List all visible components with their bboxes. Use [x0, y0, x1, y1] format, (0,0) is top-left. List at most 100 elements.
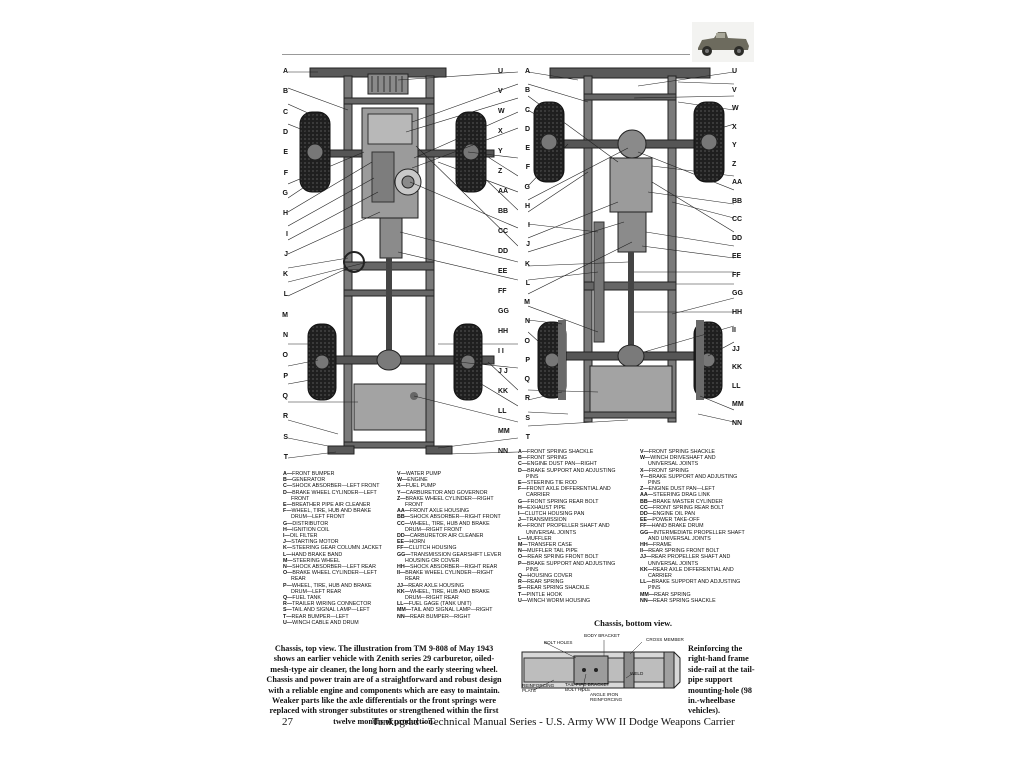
legend-key: II— — [640, 548, 649, 555]
legend-text: REAR SPRING FRONT BOLT — [648, 548, 720, 555]
legend-key: E— — [283, 502, 292, 509]
legend-text: ENGINE — [407, 477, 428, 484]
callout-label: T — [283, 454, 288, 461]
label-body-bracket: BODY BRACKET — [584, 633, 620, 638]
legend-item: I—CLUTCH HOUSING PAN — [518, 511, 616, 517]
legend-text: WHEEL, TIRE, HUB AND BRAKE — [409, 588, 490, 595]
legend-text: REAR SPRING SHACKLE — [652, 597, 716, 604]
callout-label: JJ — [732, 345, 740, 353]
legend-item: BB—BRAKE MASTER CYLINDER — [640, 499, 745, 505]
legend-key: MM— — [640, 591, 655, 598]
legend-text: STEERING TIE ROD — [526, 480, 577, 487]
callout-label: F — [525, 164, 530, 172]
legend-text: TAIL AND SIGNAL LAMP—LEFT — [291, 607, 370, 614]
bottom-view-caption: Chassis, bottom view. — [594, 618, 672, 628]
legend-item: D—BRAKE SUPPORT AND ADJUSTING — [518, 468, 616, 474]
legend-key: R— — [283, 601, 293, 608]
legend-text: PINTLE HOOK — [526, 591, 563, 598]
legend-text: TAIL AND SIGNAL LAMP—RIGHT — [411, 607, 493, 614]
legend-text: STARTING MOTOR — [291, 539, 339, 546]
legend-text: DRUM—RIGHT FRONT — [405, 526, 463, 533]
callout-label: X — [732, 123, 737, 131]
callout-label: Z — [498, 168, 503, 175]
legend-item: K—STEERING GEAR COLUMN JACKET — [283, 545, 382, 551]
legend-text: FRONT SPRING SHACKLE — [648, 449, 715, 455]
legend-text: BRAKE WHEEL CYLINDER—RIGHT — [405, 495, 494, 502]
legend-item: Y—BRAKE SUPPORT AND ADJUSTING — [640, 474, 745, 480]
legend-text: CLUTCH HOUSING — [408, 545, 457, 552]
legend-key: O— — [283, 570, 293, 577]
callout-label: K — [282, 271, 288, 279]
legend-key: G— — [283, 520, 293, 527]
legend-text: MUFFLER TAIL PIPE — [527, 548, 578, 555]
legend-text: UNIVERSAL JOINTS — [648, 560, 699, 567]
legend-key: HH— — [640, 542, 653, 549]
callout-label: BB — [732, 197, 743, 205]
callout-label: C — [524, 106, 530, 114]
legend-text: FUEL TANK — [292, 595, 321, 602]
legend-item: G—FRONT SPRING REAR BOLT — [518, 499, 616, 505]
legend-item: MM—REAR SPRING — [640, 592, 745, 598]
legend-item: V—WATER PUMP — [397, 471, 501, 477]
legend-text: ENGINE OIL PAN — [652, 511, 696, 518]
legend-key: AA— — [397, 508, 410, 515]
legend-item: W—WINCH DRIVESHAFT AND — [640, 455, 745, 461]
legend-item: GG—INTERMEDIATE PROPELLER SHAFT — [640, 530, 745, 536]
legend-key: C— — [518, 461, 528, 468]
legend-text: REAR PROPELLER SHAFT AND — [651, 554, 731, 561]
legend-text: REAR — [291, 576, 306, 583]
callout-label: N — [282, 332, 288, 340]
legend-key: II— — [397, 570, 406, 577]
legend-text: TRAILER WIRING CONNECTOR — [292, 601, 372, 608]
legend-item: B—GENERATOR — [283, 477, 382, 483]
legend-text: BRAKE SUPPORT AND ADJUSTING — [527, 467, 616, 474]
legend-item: CARRIER — [640, 573, 745, 579]
legend-item: H—EXHAUST PIPE — [518, 505, 616, 511]
legend-key: LL— — [397, 601, 409, 608]
legend-key: HH— — [397, 564, 410, 571]
legend-text: FRONT AXLE DIFFERENTIAL AND — [526, 486, 611, 493]
legend-text: FRONT — [291, 495, 310, 502]
callout-label: F — [283, 169, 288, 177]
legend-key: N— — [283, 564, 293, 571]
legend-text: BRAKE MASTER CYLINDER — [652, 498, 723, 505]
callout-label: E — [283, 149, 288, 157]
legend-text: FUEL GAGE (TANK UNIT) — [408, 601, 472, 608]
callout-label: AA — [498, 188, 509, 195]
legend-text: AND UNIVERSAL JOINTS — [648, 535, 711, 542]
callout-label: L — [283, 291, 288, 299]
legend-key: M— — [518, 542, 528, 549]
callout-label: DD — [498, 248, 509, 255]
legend-text: TRANSMISSION GEARSHIFT LEVER — [410, 551, 502, 558]
legend-text: PINS — [648, 480, 661, 487]
legend-item: FRONT — [283, 496, 382, 502]
legend-item: DRUM—LEFT REAR — [283, 589, 382, 595]
frame-reinforcement-detail-drawing — [521, 640, 681, 693]
legend-key: DD— — [397, 533, 410, 540]
legend-text: WINCH DRIVESHAFT AND — [650, 455, 716, 462]
legend-text: FRONT AXLE HOUSING — [409, 508, 470, 515]
legend-item: AA—FRONT AXLE HOUSING — [397, 508, 501, 514]
callout-label: LL — [498, 408, 507, 415]
legend-item: P—WHEEL, TIRE, HUB AND BRAKE — [283, 583, 382, 589]
legend-item: F—FRONT AXLE DIFFERENTIAL AND — [518, 486, 616, 492]
legend-item: N—MUFFLER TAIL PIPE — [518, 548, 616, 554]
legend-item: KK—WHEEL, TIRE, HUB AND BRAKE — [397, 589, 501, 595]
callout-label: M — [282, 311, 288, 319]
legend-key: NN— — [397, 613, 410, 620]
callout-label: W — [498, 108, 505, 115]
legend-key: W— — [640, 455, 651, 462]
callout-label: A — [524, 68, 530, 75]
callout-label: HH — [498, 328, 509, 335]
legend-text: MUFFLER — [526, 535, 552, 542]
legend-item: AND UNIVERSAL JOINTS — [640, 536, 745, 542]
legend-item: X—FUEL PUMP — [397, 483, 501, 489]
legend-item: PINS — [518, 567, 616, 573]
callout-label: A — [282, 68, 288, 75]
legend-text: INTERMEDIATE PROPELLER SHAFT — [653, 529, 745, 536]
callout-label: KK — [498, 388, 509, 395]
legend-key: K— — [283, 545, 293, 552]
callout-label: D — [282, 128, 288, 136]
